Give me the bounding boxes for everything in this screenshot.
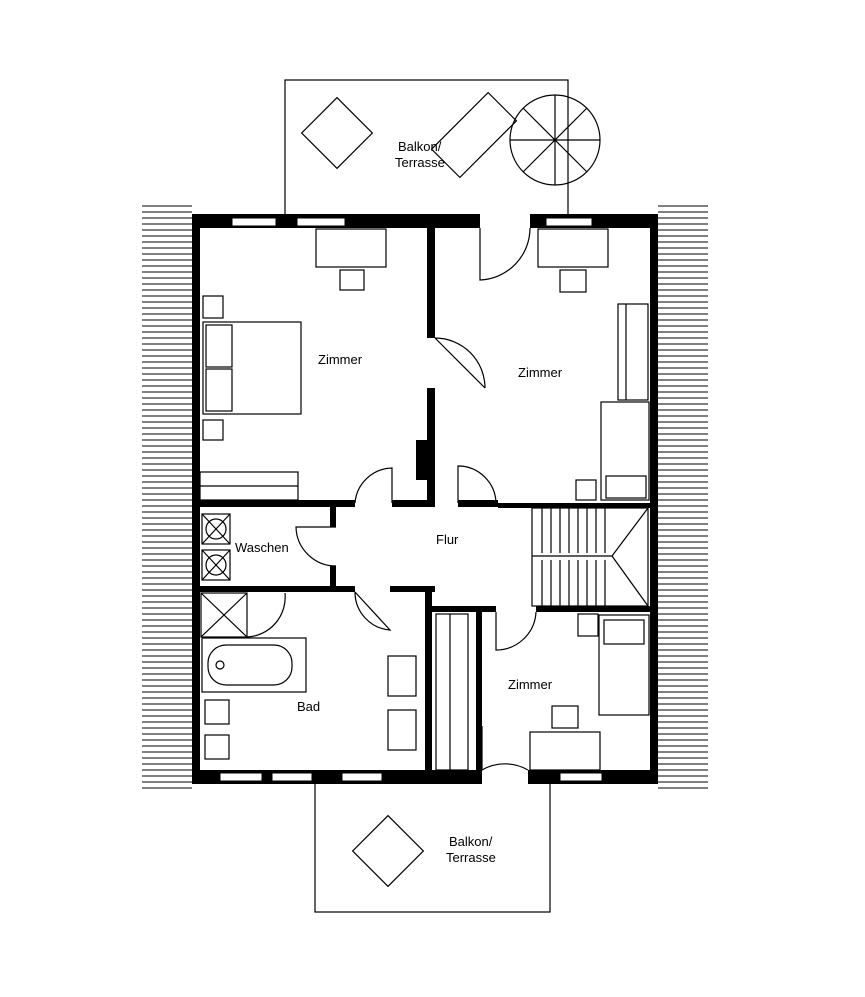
label-bathroom: Bad	[297, 699, 320, 714]
label-bedroom-3: Zimmer	[508, 677, 553, 692]
roof-hatching-left	[142, 205, 192, 789]
furniture-bedroom-2	[537, 228, 650, 501]
roof-hatching-right	[658, 205, 708, 789]
label-balcony-bottom-line2: Terrasse	[446, 850, 496, 865]
balcony-top-furniture	[300, 91, 601, 186]
furniture-bathroom	[200, 592, 417, 760]
door-gap-top	[480, 214, 530, 228]
windows	[219, 217, 603, 782]
label-balcony-top-line1: Balkon/	[398, 139, 442, 154]
stairs	[531, 507, 649, 607]
stair-landing	[532, 507, 649, 607]
balcony-bottom-outline	[314, 781, 551, 913]
label-balcony-bottom-line1: Balkon/	[449, 834, 493, 849]
label-balcony-top-line2: Terrasse	[395, 155, 445, 170]
balcony-bottom-furniture	[351, 814, 425, 888]
furniture-laundry	[201, 513, 231, 581]
interior-walls	[200, 228, 650, 770]
furniture-bedroom-1	[199, 228, 387, 501]
label-bedroom-1: Zimmer	[318, 352, 363, 367]
label-bedroom-2: Zimmer	[518, 365, 563, 380]
door-gap-bottom	[482, 770, 528, 784]
label-laundry: Waschen	[235, 540, 289, 555]
doors	[295, 227, 537, 772]
label-hallway: Flur	[436, 532, 459, 547]
furniture-bedroom-3	[435, 613, 650, 771]
